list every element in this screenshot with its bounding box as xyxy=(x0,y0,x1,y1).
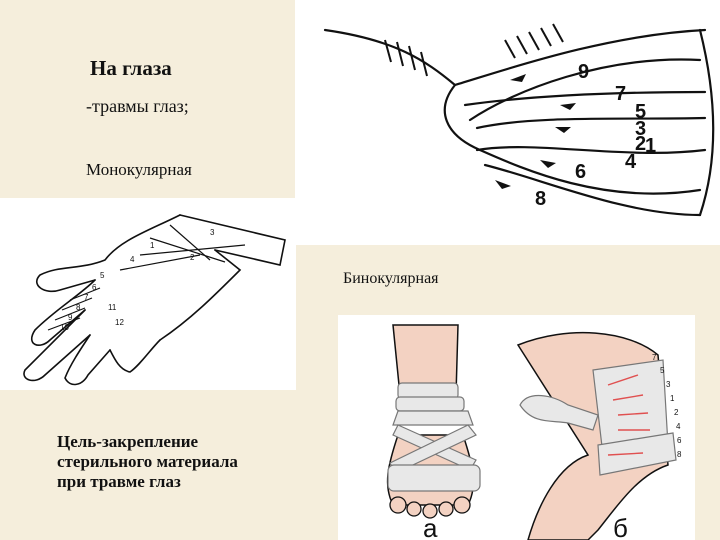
head-number-1: 1 xyxy=(645,135,656,157)
head-number-3: 3 xyxy=(635,118,646,140)
head-number-5: 5 xyxy=(635,101,646,123)
head-number-8: 8 xyxy=(535,188,546,210)
head-number-6: 6 xyxy=(575,161,586,183)
hand-number-8: 8 xyxy=(76,303,81,312)
head-bandage-figure: 9 7 5 3 1 2 4 6 8 xyxy=(305,0,720,240)
knee-number-1: 1 xyxy=(670,394,675,403)
slide-title: На глаза xyxy=(90,56,172,80)
knee-number-4: 4 xyxy=(676,422,681,431)
hand-bandage-figure: 1 2 3 4 5 6 7 8 9 10 11 12 xyxy=(0,200,296,390)
hand-number-6: 6 xyxy=(92,283,97,292)
figure-label-b: б xyxy=(613,513,628,540)
hand-number-1: 1 xyxy=(150,241,155,250)
knee-number-7: 7 xyxy=(652,353,657,362)
knee-number-3: 3 xyxy=(666,380,671,389)
monocular-label: Монокулярная xyxy=(86,160,192,179)
goal-text: Цель-закрепление стерильного материала п… xyxy=(57,432,297,492)
head-number-9: 9 xyxy=(578,61,589,83)
hand-number-9: 9 xyxy=(68,313,73,322)
knee-number-5: 5 xyxy=(660,366,665,375)
binocular-label: Бинокулярная xyxy=(343,270,439,287)
goal-line-3: при травме глаз xyxy=(57,472,181,491)
knee-number-6: 6 xyxy=(677,436,682,445)
hand-number-5: 5 xyxy=(100,271,105,280)
knee-number-8: 8 xyxy=(677,450,682,459)
bottom-left-panel xyxy=(0,390,300,540)
head-number-2: 2 xyxy=(635,133,646,155)
figure-label-a: а xyxy=(423,513,438,540)
knee-number-2: 2 xyxy=(674,408,679,417)
hand-number-3: 3 xyxy=(210,228,215,237)
hand-number-10: 10 xyxy=(60,323,69,332)
hand-number-2: 2 xyxy=(190,253,195,262)
hand-number-4: 4 xyxy=(130,255,135,264)
goal-line-1: Цель-закрепление xyxy=(57,432,199,451)
foot-knee-bandage-figure: 7 5 3 1 2 4 6 8 а б xyxy=(338,315,695,540)
hand-number-11: 11 xyxy=(108,303,117,312)
injury-text: -травмы глаз; xyxy=(86,96,189,116)
top-left-panel xyxy=(0,0,295,198)
head-number-4: 4 xyxy=(625,151,637,173)
head-number-7: 7 xyxy=(615,83,626,105)
hand-number-12: 12 xyxy=(115,318,124,327)
hand-number-7: 7 xyxy=(84,293,89,302)
goal-line-2: стерильного материала xyxy=(57,452,238,471)
